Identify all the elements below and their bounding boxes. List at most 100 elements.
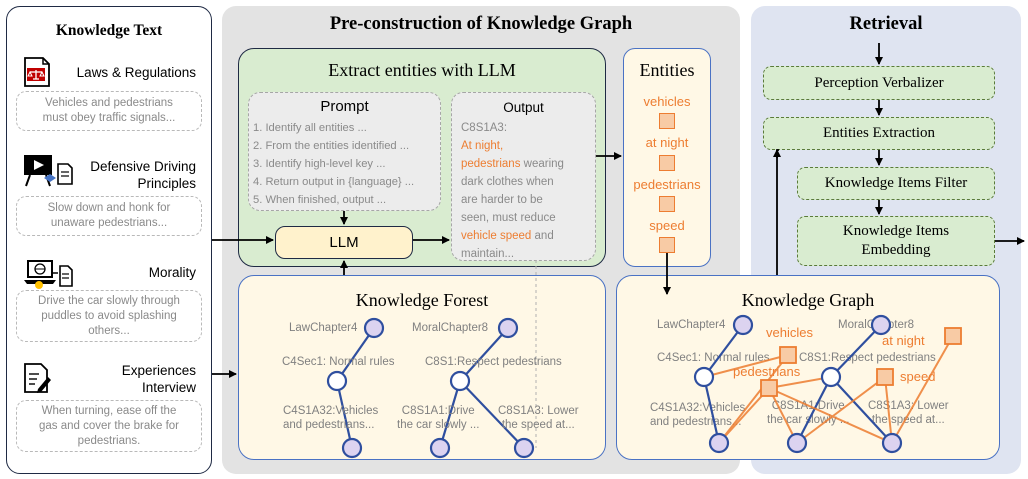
preconstruction-title: Pre-construction of Knowledge Graph (329, 14, 633, 34)
forest-node-law-section: C4Sec1: Normal rules (282, 356, 395, 368)
forest-edge (335, 380, 354, 449)
prompt-line: 2. From the entities identified ... (253, 140, 410, 152)
entity-label: pedestrians (633, 177, 701, 192)
forest-edge (459, 380, 525, 449)
graph-edge (796, 376, 832, 444)
knowledge-forest-title: Knowledge Forest (355, 290, 489, 310)
graph-entity-node (779, 346, 797, 364)
output-line: At night, (461, 137, 596, 155)
graph-entity-label: vehicles (766, 325, 813, 340)
llm-box: LLM (275, 226, 413, 259)
tree-node (326, 370, 348, 392)
retrieval-step-perception: Perception Verbalizer (763, 66, 995, 100)
source-text-line: Vehicles and pedestrians (45, 97, 173, 109)
graph-entity-label: speed (900, 369, 936, 384)
source-text-line: When turning, ease off the (41, 404, 177, 417)
entity-edge (891, 335, 954, 444)
presentation-icon (24, 155, 73, 187)
graph-edge (830, 324, 882, 378)
graph-node-law-chapter: LawChapter4 (657, 319, 726, 331)
node-label-line: C8S1A1:Drive (401, 405, 475, 417)
output-text: and (531, 230, 554, 242)
node-label-line: and pedestrians... (283, 419, 375, 431)
entity-edge (768, 387, 893, 444)
forest-edge (459, 327, 509, 382)
tree-node (497, 317, 519, 339)
prompt-line: 3. Identify high-level key ... (253, 158, 386, 170)
graph-entity-label: pedestrians (733, 364, 801, 379)
extract-entities-title: Extract entities with LLM (328, 60, 516, 80)
graph-entity-node (876, 368, 894, 386)
output-text: are harder to be (461, 194, 543, 206)
source-label-defensive: Defensive Driving Principles (60, 158, 196, 192)
source-label-line: Experiences (121, 363, 196, 378)
source-text-experiences: When turning, ease off the gas and cover … (16, 400, 202, 452)
output-line: vehicle speed and (461, 227, 596, 245)
knowledge-graph-title: Knowledge Graph (741, 290, 875, 310)
graph-entity-node (760, 379, 778, 397)
node-label-line: and pedestrians... (650, 416, 742, 428)
source-label-morality: Morality (60, 264, 196, 281)
knowledge-text-title: Knowledge Text (55, 22, 163, 39)
retrieval-step-entities: Entities Extraction (763, 117, 995, 150)
prompt-box (248, 92, 441, 211)
output-text: wearing (520, 158, 564, 170)
source-label-line: Morality (148, 265, 196, 280)
output-line: C8S1A3: (461, 119, 596, 137)
source-text-line: must obey traffic signals... (42, 112, 176, 124)
graph-node-law-section: C4Sec1: Normal rules (657, 352, 770, 364)
graph-tree-node (693, 366, 715, 388)
output-line: seen, must reduce (461, 209, 596, 227)
entity-label: at night (645, 135, 689, 150)
entity-highlight: vehicle speed (461, 230, 532, 242)
tree-node (341, 437, 363, 459)
output-text: maintain... (461, 248, 515, 260)
laptop-icon (24, 260, 73, 289)
graph-tree-node (786, 432, 808, 454)
retrieval-step-label: Entities Extraction (822, 125, 936, 141)
retrieval-step-label: Knowledge Items Filter (824, 175, 968, 191)
forest-node-moral-section: C8S1:Respect pedestrians (425, 356, 562, 368)
retrieval-step-filter: Knowledge Items Filter (797, 167, 995, 200)
entity-edge (703, 354, 789, 378)
entity-edge (718, 387, 770, 444)
knowledge-forest-box (238, 275, 606, 460)
graph-node-moral-section: C8S1:Respect pedestrians (799, 352, 936, 364)
entity-node (659, 155, 675, 171)
tree-node (429, 437, 451, 459)
forest-node-moral-chapter: MoralChapter8 (412, 322, 489, 334)
output-text: dark clothes when (461, 176, 554, 188)
entity-edge (796, 376, 886, 444)
output-box (451, 92, 596, 261)
entity-node (659, 113, 675, 129)
source-text-line: Drive the car slowly through (38, 294, 180, 307)
graph-edge (702, 376, 721, 444)
entity-label: vehicles (643, 94, 691, 109)
entity-edge (884, 376, 893, 444)
tree-node (449, 370, 471, 392)
output-line: dark clothes when (461, 173, 596, 191)
graph-entity-label: at night (882, 333, 925, 348)
source-text-line: puddles to avoid splashing (41, 309, 177, 322)
source-text-line: gas and cover the brake for (39, 419, 179, 432)
retrieval-step-label: Embedding (861, 242, 931, 258)
graph-entity-node (944, 327, 962, 345)
retrieval-step-label: Knowledge Items (842, 223, 950, 239)
forest-node-law-chapter: LawChapter4 (289, 322, 358, 334)
output-line: are harder to be (461, 191, 596, 209)
interview-icon (24, 363, 51, 393)
prompt-title: Prompt (320, 98, 369, 115)
entity-highlight: pedestrians (461, 158, 521, 170)
output-title: Output (503, 100, 544, 115)
entity-node (659, 237, 675, 253)
entity-node (659, 196, 675, 212)
prompt-lines: 1. Identify all entities ... 2. From the… (253, 119, 441, 209)
forest-edge (336, 327, 375, 382)
entity-label: speed (649, 218, 685, 233)
